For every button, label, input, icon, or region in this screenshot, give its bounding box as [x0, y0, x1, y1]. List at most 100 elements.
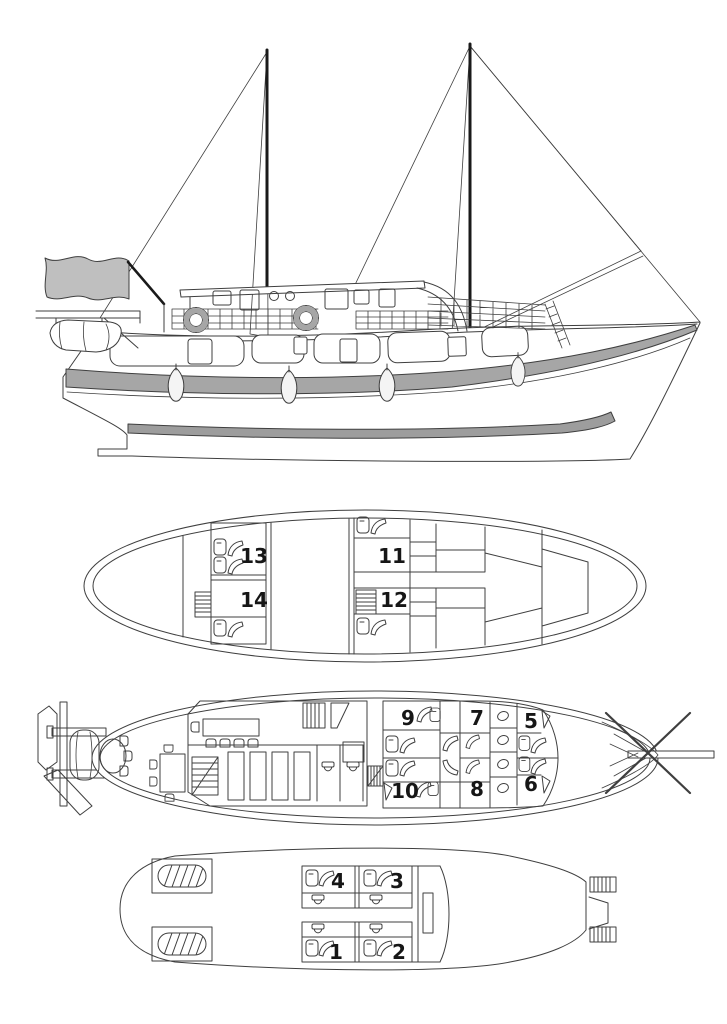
bow-railing: [427, 296, 546, 330]
galley-table: [202, 718, 260, 737]
deck-plan-lower: 4 3 1 2: [119, 847, 617, 971]
cabin-12-label: 12: [380, 588, 408, 612]
transom-ladder-top: [589, 876, 617, 893]
porthole-1: [269, 291, 279, 301]
engine-room-wall: [151, 858, 213, 894]
deck-plan-main: 9 10 7 8 5 6: [37, 690, 715, 826]
stairs-wheelhouse: [302, 702, 350, 729]
cabin-14-label: 14: [240, 588, 268, 612]
swim-bar-1-cap: [46, 725, 54, 739]
deckhouse-door: [239, 289, 260, 311]
saloon-window-3-sub: [447, 336, 467, 357]
saloon-window-3: [387, 330, 451, 364]
counter-3: [271, 751, 289, 801]
stairs-cabin-12: [355, 589, 377, 615]
fender-1: [167, 363, 185, 402]
stern-boom: [43, 769, 93, 816]
cabin-1-label: 1: [329, 940, 343, 964]
fender-4: [510, 352, 526, 387]
stairs-cabin-14: [194, 591, 212, 618]
round-table: [99, 738, 127, 774]
cabin-8-label: 8: [470, 777, 484, 801]
cabin-5-label: 5: [524, 709, 538, 733]
deckhouse-window-2: [324, 288, 349, 310]
bow-web: [601, 721, 659, 789]
engine-port: [157, 864, 207, 888]
deckhouse: [179, 280, 468, 332]
transom-ladder-bottom: [589, 926, 617, 943]
saloon-galley: [149, 700, 384, 807]
foredeck-railing-lattice: [355, 310, 449, 330]
deckhouse-window-1: [212, 290, 232, 306]
tender-hull: [69, 729, 100, 781]
fenders: [167, 352, 526, 404]
cabin-10-label: 10: [391, 779, 419, 803]
upper-walls: [182, 517, 589, 655]
aft-round-table: [99, 735, 133, 777]
swim-bar-1: [51, 727, 107, 737]
counter-4: [293, 751, 311, 801]
life-ring-aft-inner: [189, 313, 203, 327]
jib-leech-line: [469, 45, 642, 252]
wc-room-walls: [316, 744, 364, 802]
flag-group: [44, 256, 166, 333]
masts: [265, 42, 472, 336]
upper-hull-inner: [92, 517, 638, 655]
cabin-2-label: 2: [392, 940, 406, 964]
flag-pole: [126, 260, 166, 306]
cabin-9-label: 9: [401, 706, 415, 730]
stern-pole: [59, 701, 68, 807]
porthole-2: [285, 291, 295, 301]
cabin-block-walls: [382, 700, 559, 809]
stern-davit-arm: [37, 705, 58, 771]
bow-boarding-ladder: [544, 300, 571, 349]
deck-plan-upper: 13 14 11 12: [83, 509, 647, 663]
bulwark-windows: [109, 325, 529, 367]
grid-walls: [301, 865, 441, 963]
fender-2: [280, 365, 298, 404]
lower-hull-outline: [119, 847, 587, 971]
cabin-3-label: 3: [390, 869, 404, 893]
aft-opening-divider: [187, 338, 213, 365]
stern-dinghy-seats: [58, 321, 110, 352]
saloon-window-2-sub: [339, 338, 358, 363]
life-ring-fwd-bands: [293, 305, 319, 331]
life-rings: [183, 305, 319, 333]
engine-room-aft: [151, 858, 213, 962]
life-ring-fwd-inner: [299, 311, 313, 325]
jib-foot-lines: [473, 250, 644, 336]
saloon-window-1-sub: [293, 336, 308, 355]
main-hull-outer: [91, 690, 659, 826]
deckhouse-window-4: [378, 288, 396, 308]
stern-dinghy: [49, 319, 122, 353]
swim-bar-2-cap: [46, 767, 54, 781]
cabin-11-label: 11: [378, 544, 406, 568]
main-cabin-block: 9 10 7 8 5 6: [382, 700, 559, 809]
curved-bulkhead: [439, 865, 450, 963]
corridor-slot: [422, 892, 434, 934]
bowsprit-group: [601, 711, 715, 795]
fender-3: [378, 363, 396, 402]
life-ring-aft-bands: [183, 307, 209, 333]
engine-room-wall: [151, 926, 213, 962]
lower-cabin-grid: 4 3 1 2: [301, 865, 450, 964]
bowsprit-bar: [627, 750, 715, 759]
deckhouse-roof: [179, 280, 426, 298]
main-shroud-line: [351, 45, 471, 292]
cabin-7-label: 7: [470, 706, 484, 730]
dining-table: [159, 753, 186, 793]
flag: [44, 256, 130, 301]
counter-1: [227, 751, 245, 801]
cabin-6-label: 6: [524, 772, 538, 796]
counter-2: [249, 751, 267, 801]
saloon-outline: [187, 700, 368, 807]
transom-gear: [588, 876, 617, 943]
engine-starboard: [157, 932, 207, 956]
upper-hull-outer: [83, 509, 647, 663]
cabin-4-label: 4: [331, 869, 345, 893]
bow-window: [481, 325, 529, 358]
transom-step: [588, 896, 609, 930]
furled-main-sail: [451, 45, 472, 337]
